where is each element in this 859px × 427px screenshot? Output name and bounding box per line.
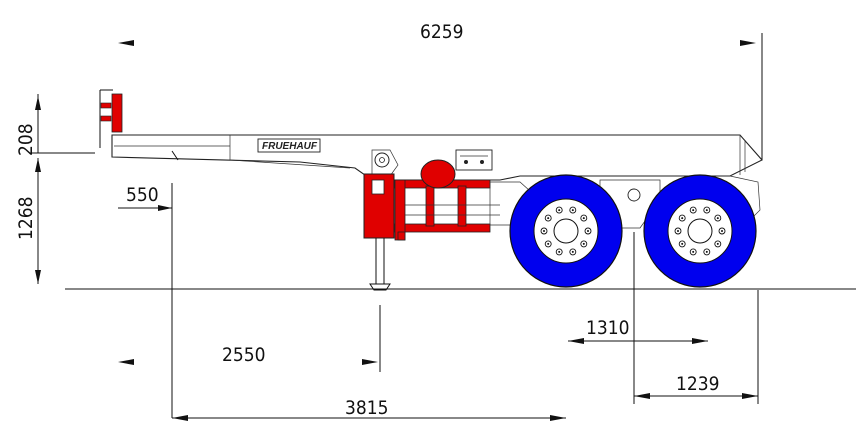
arrow-left <box>568 338 584 344</box>
arrow-down <box>35 270 41 284</box>
lug-nut-center <box>558 250 561 253</box>
kingpin-setback-label: 550 <box>126 184 159 206</box>
suspension-pivot <box>627 188 641 202</box>
dimension-kingpin-setback: 550 <box>118 183 173 418</box>
lug-nut-center <box>681 242 684 245</box>
hub-rear <box>687 218 713 244</box>
lug-nut-center <box>705 250 708 253</box>
overall-length-label: 6259 <box>420 21 464 43</box>
dimension-kingpin-to-axle-center: 3815 <box>172 397 566 421</box>
arrow-left <box>172 415 188 421</box>
wheel-rear-axle <box>643 174 757 288</box>
arrow-right <box>692 338 708 344</box>
lug-nuts-rear <box>674 206 726 256</box>
nameplate <box>257 138 321 153</box>
lug-nut-center <box>547 217 550 220</box>
arrow-left <box>118 40 134 46</box>
trailer-body: FRUEHAUF <box>99 89 763 291</box>
lug-nut-center <box>558 209 561 212</box>
arrow-down <box>35 96 41 110</box>
lug-nut-center <box>571 209 574 212</box>
dimension-coupling-height: 1268 <box>15 158 41 284</box>
arrow-left <box>634 393 650 399</box>
lug-nut-center <box>716 242 719 245</box>
hub-front <box>553 218 579 244</box>
dimension-kingpin-height: 208 <box>15 94 95 156</box>
lug-nut-center <box>677 230 679 232</box>
lug-nut-center <box>587 230 589 232</box>
air-tank-red <box>420 159 456 189</box>
rear-overhang-label: 1239 <box>676 373 720 395</box>
arrow-right <box>158 205 172 211</box>
dimension-overall-length: 6259 <box>118 21 763 160</box>
lug-nut-center <box>716 217 719 220</box>
lug-nut-center <box>721 230 723 232</box>
dimension-axle-spread: 1310 <box>568 317 708 344</box>
arrow-right <box>742 393 758 399</box>
lug-nut-center <box>681 217 684 220</box>
lug-nut-center <box>571 250 574 253</box>
lug-nut-center <box>692 250 695 253</box>
lug-nut-center <box>543 230 545 232</box>
kingpin-to-landing-gear-label: 2550 <box>222 344 266 366</box>
landing-gear-foot <box>369 283 391 291</box>
lug-nuts-front <box>540 206 592 256</box>
arrow-right <box>362 359 378 365</box>
arrow-right <box>550 415 566 421</box>
lug-nut-center <box>582 242 585 245</box>
spare-wheel-carrier <box>394 179 491 241</box>
axle-spread-label: 1310 <box>586 317 630 339</box>
kingpin-height-label: 208 <box>15 123 37 156</box>
kingpin-to-axle-center-label: 3815 <box>345 397 389 419</box>
dimension-rear-overhang: 1239 <box>633 232 759 404</box>
lug-nut-center <box>582 217 585 220</box>
arrow-left <box>118 359 134 365</box>
arrow-up <box>35 158 41 172</box>
brand-name: FRUEHAUF <box>262 141 318 152</box>
coupling-height-label: 1268 <box>15 197 37 241</box>
wheel-front-axle <box>509 174 623 288</box>
lug-nut-center <box>692 209 695 212</box>
lug-nut-center <box>547 242 550 245</box>
front-twistlock-red <box>111 93 123 133</box>
arrow-right <box>740 40 756 46</box>
lug-nut-center <box>705 209 708 212</box>
control-box <box>455 149 493 171</box>
kingpin-marker <box>171 150 179 161</box>
front-bracket <box>99 89 123 148</box>
dimension-kingpin-to-landing-gear: 2550 <box>118 305 381 372</box>
